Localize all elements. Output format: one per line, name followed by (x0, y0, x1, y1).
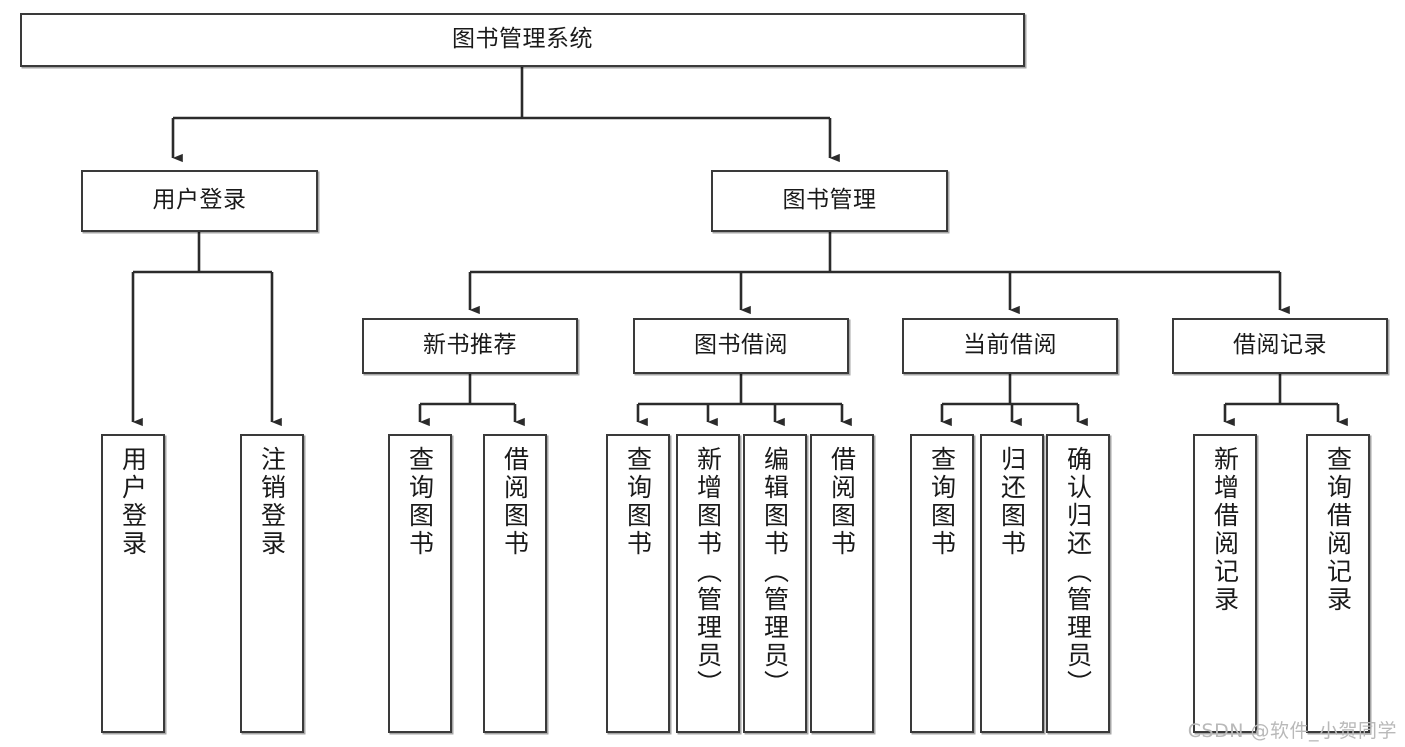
node-new-book-recommend-label: 新书推荐 (423, 332, 517, 359)
node-leaf-query-record[interactable]: 查询借阅记录 (1306, 434, 1370, 733)
node-leaf-user-login-label: 用户登录 (118, 446, 148, 558)
node-current-borrow-label: 当前借阅 (963, 332, 1057, 359)
node-current-borrow[interactable]: 当前借阅 (902, 318, 1118, 374)
node-new-book-recommend[interactable]: 新书推荐 (362, 318, 578, 374)
node-leaf-edit-book-label: 编辑图书（管理员） (760, 446, 790, 698)
node-leaf-query-book-3[interactable]: 查询图书 (910, 434, 974, 733)
node-leaf-query-record-label: 查询借阅记录 (1323, 446, 1353, 614)
node-leaf-add-book-label: 新增图书（管理员） (693, 446, 723, 698)
node-leaf-return-book[interactable]: 归还图书 (980, 434, 1044, 733)
node-book-borrow-label: 图书借阅 (694, 332, 788, 359)
node-borrow-record-label: 借阅记录 (1233, 332, 1327, 359)
node-leaf-edit-book[interactable]: 编辑图书（管理员） (743, 434, 807, 733)
node-leaf-query-book-2[interactable]: 查询图书 (606, 434, 670, 733)
node-leaf-add-record[interactable]: 新增借阅记录 (1193, 434, 1257, 733)
node-leaf-query-book-3-label: 查询图书 (927, 446, 957, 558)
node-leaf-query-book-1[interactable]: 查询图书 (388, 434, 452, 733)
node-leaf-query-book-1-label: 查询图书 (405, 446, 435, 558)
node-leaf-add-record-label: 新增借阅记录 (1210, 446, 1240, 614)
node-leaf-borrow-book-1-label: 借阅图书 (500, 446, 530, 558)
node-leaf-logout-label: 注销登录 (257, 446, 287, 558)
node-borrow-record[interactable]: 借阅记录 (1172, 318, 1388, 374)
node-leaf-confirm-return[interactable]: 确认归还（管理员） (1046, 434, 1110, 733)
node-book-management-label: 图书管理 (782, 187, 877, 214)
node-user-login[interactable]: 用户登录 (81, 170, 318, 232)
node-leaf-user-login[interactable]: 用户登录 (101, 434, 165, 733)
node-book-borrow[interactable]: 图书借阅 (633, 318, 849, 374)
node-book-management[interactable]: 图书管理 (711, 170, 948, 232)
watermark-text: CSDN @软件_小贺同学 (1187, 720, 1397, 742)
node-leaf-return-book-label: 归还图书 (997, 446, 1027, 558)
node-leaf-borrow-book-2-label: 借阅图书 (827, 446, 857, 558)
node-leaf-confirm-return-label: 确认归还（管理员） (1063, 446, 1093, 698)
node-leaf-borrow-book-1[interactable]: 借阅图书 (483, 434, 547, 733)
node-root[interactable]: 图书管理系统 (20, 13, 1025, 67)
node-user-login-label: 用户登录 (152, 187, 247, 214)
node-leaf-query-book-2-label: 查询图书 (623, 446, 653, 558)
node-root-label: 图书管理系统 (452, 26, 593, 53)
node-leaf-add-book[interactable]: 新增图书（管理员） (676, 434, 740, 733)
node-leaf-logout[interactable]: 注销登录 (240, 434, 304, 733)
node-leaf-borrow-book-2[interactable]: 借阅图书 (810, 434, 874, 733)
